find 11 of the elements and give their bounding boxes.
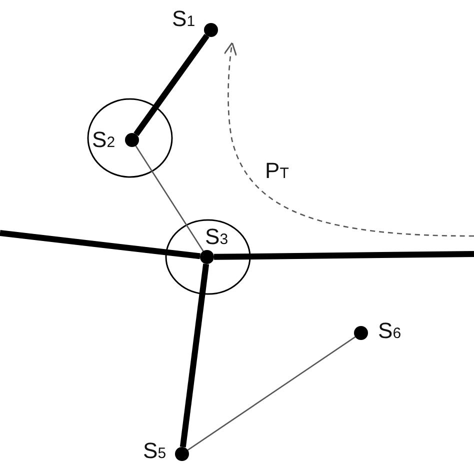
point-dot <box>354 326 368 340</box>
connector-line <box>180 264 210 448</box>
connector-line <box>0 230 200 260</box>
point-dot <box>175 447 189 461</box>
point-dot <box>200 250 214 264</box>
connector-line <box>214 251 474 260</box>
point-dot <box>204 23 218 37</box>
connector-line <box>134 34 210 136</box>
connector-line <box>187 336 356 451</box>
point-dot <box>125 133 139 147</box>
connector-line <box>135 146 204 252</box>
